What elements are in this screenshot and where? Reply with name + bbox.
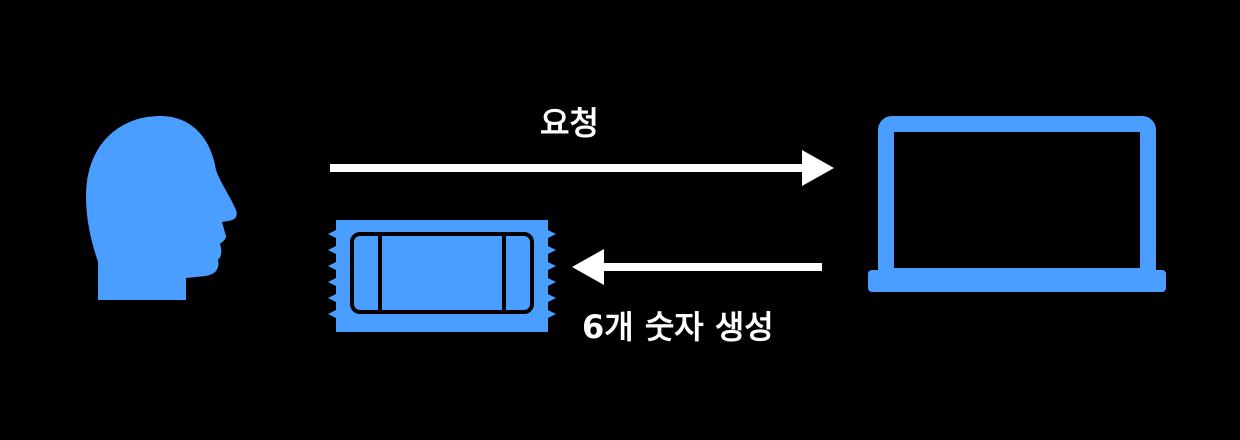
request-label: 요청	[540, 104, 599, 142]
request-arrow	[330, 150, 834, 186]
person-head-icon	[86, 116, 237, 300]
ticket-icon	[328, 220, 556, 332]
response-label: 6개 숫자 생성	[582, 308, 774, 346]
laptop-icon	[868, 116, 1166, 292]
response-arrow	[572, 249, 822, 285]
